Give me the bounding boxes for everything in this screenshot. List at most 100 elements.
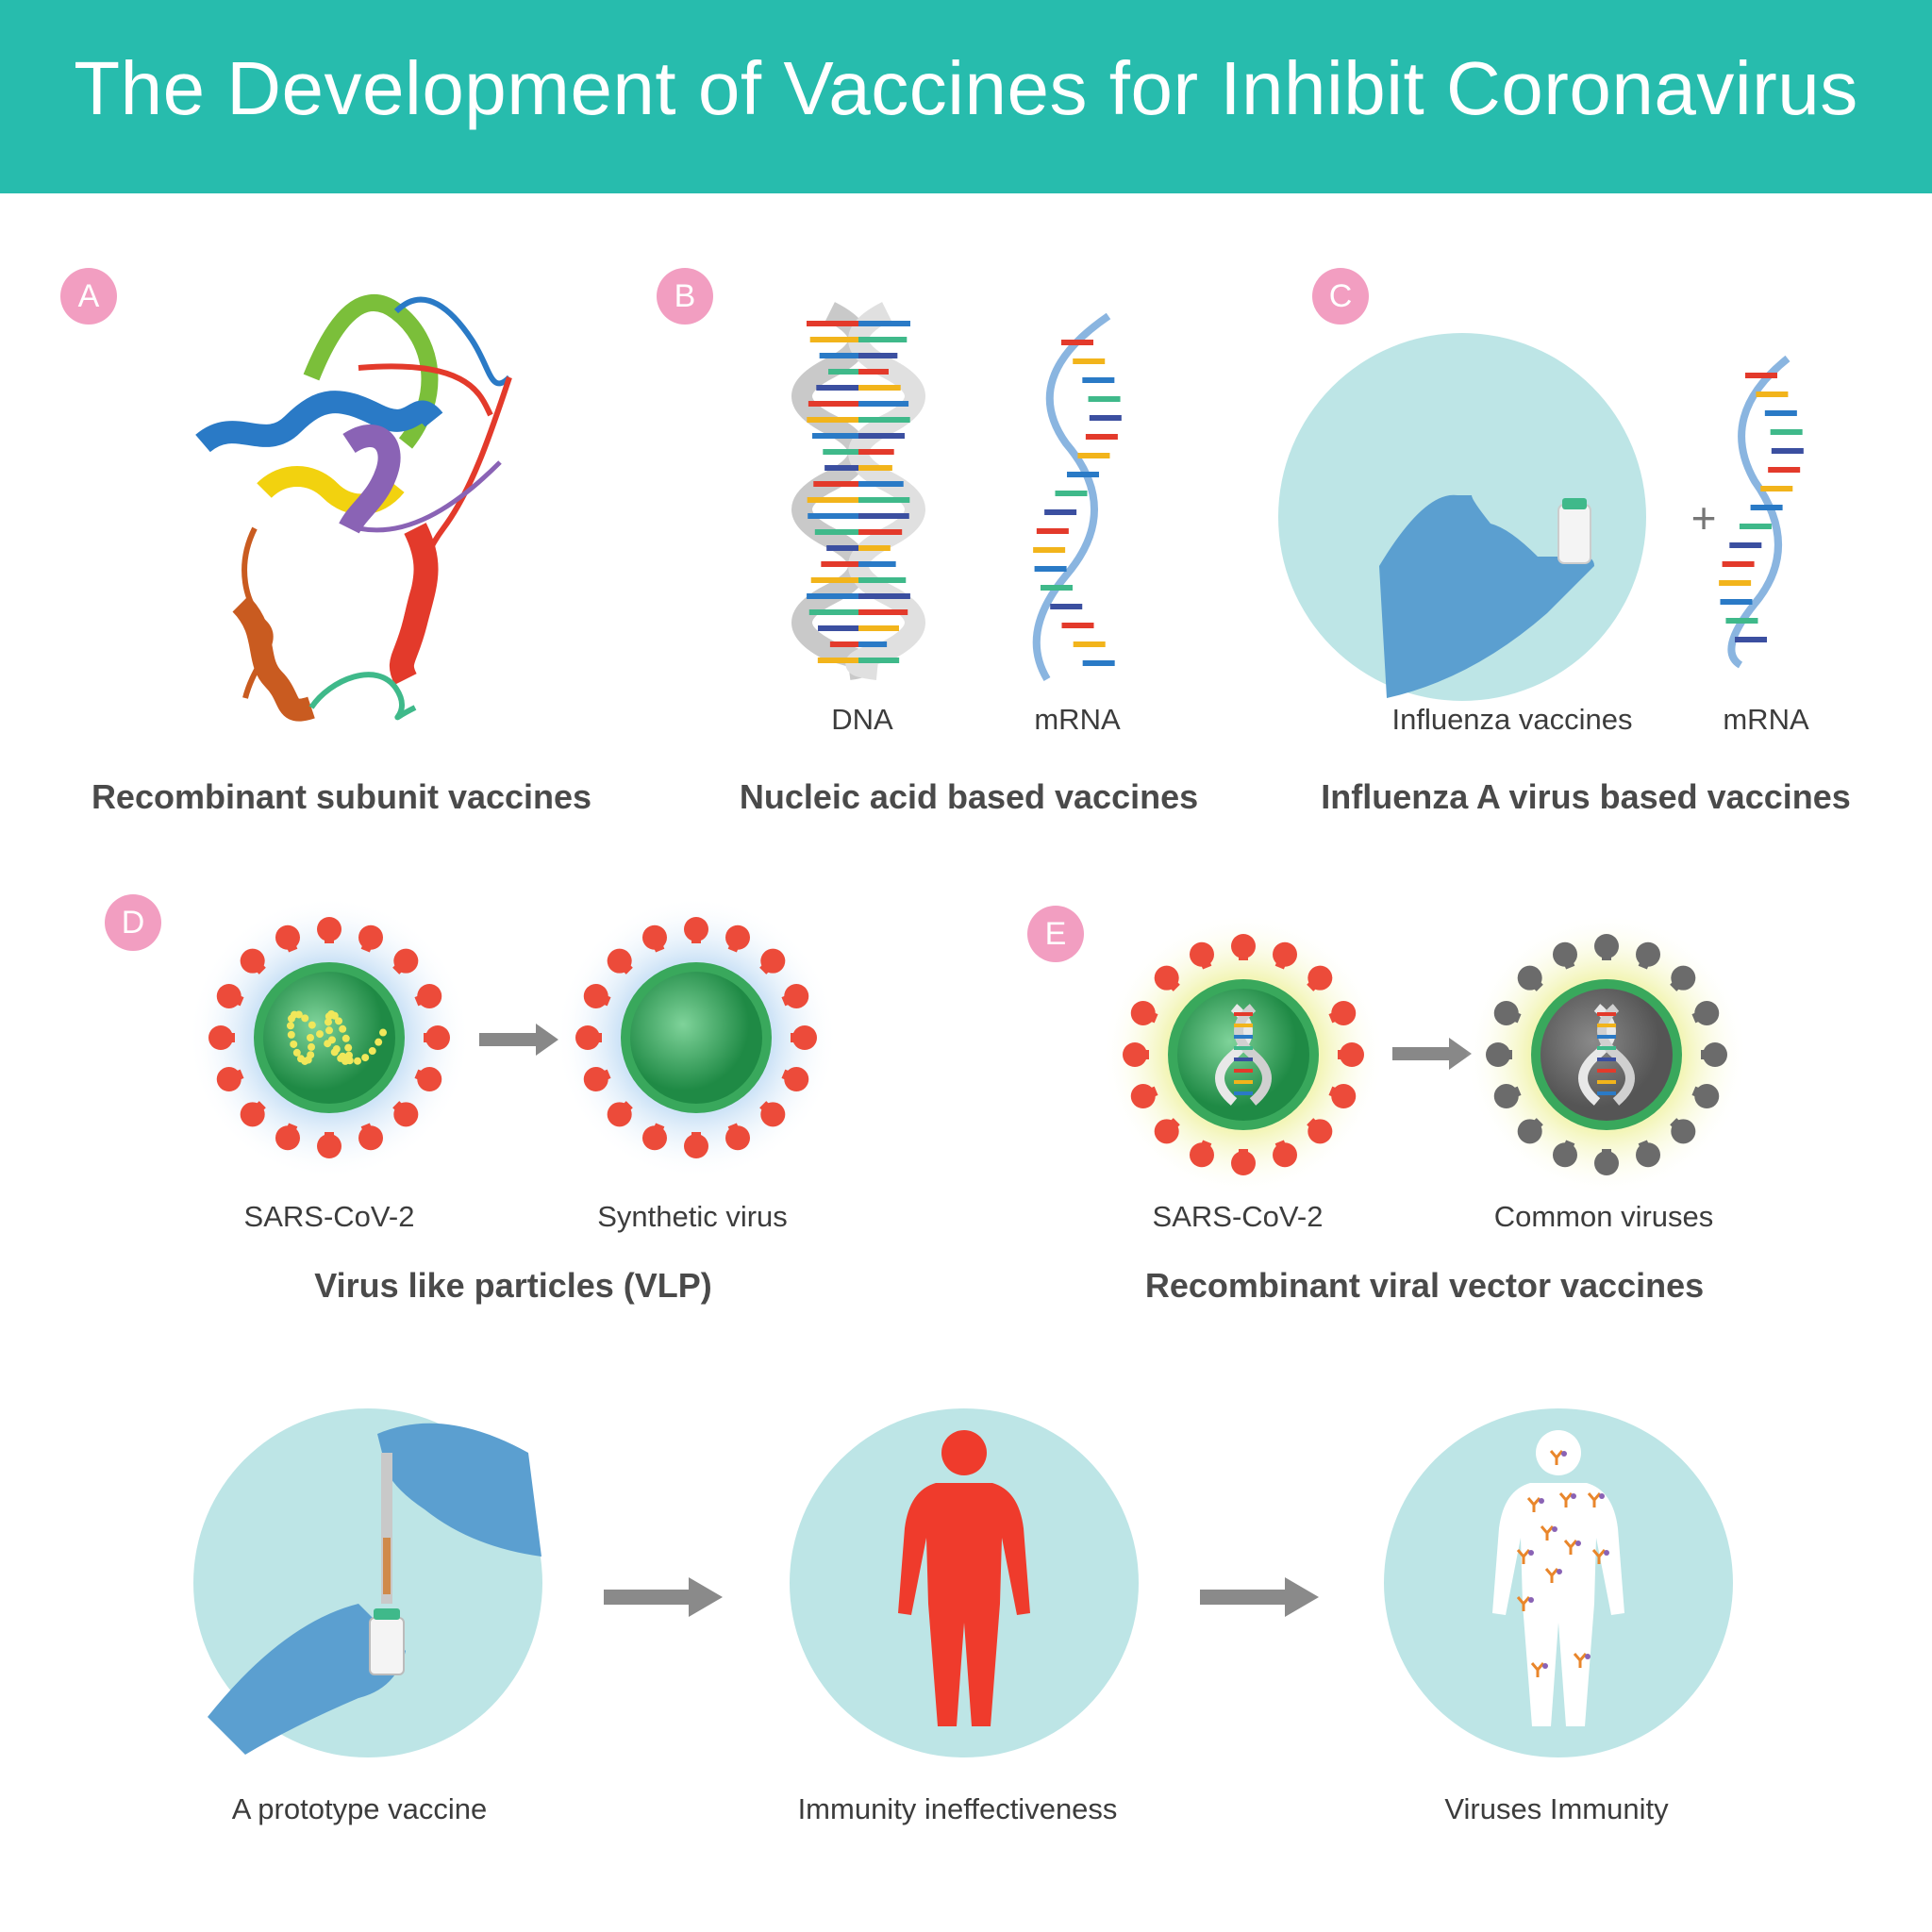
mrna-base: [1756, 391, 1789, 397]
mrna-base: [1768, 467, 1801, 473]
antibody-mark: [1516, 1549, 1531, 1564]
antibody-mark: [1516, 1596, 1531, 1611]
heading-c: Influenza A virus based vaccines: [1321, 777, 1851, 816]
dna-rung: [807, 417, 858, 423]
dna-rung: [808, 513, 858, 519]
virus-spike: [1130, 1084, 1156, 1109]
dna-rung: [809, 337, 858, 342]
virus-spike: [425, 1025, 450, 1050]
arrow-right-icon: [1392, 1038, 1472, 1070]
virus-spike: [1340, 1042, 1364, 1067]
dna-rung: [858, 465, 892, 471]
mrna-base: [1082, 660, 1115, 666]
virus-spike: [1671, 965, 1696, 991]
virus-spike: [1189, 1142, 1214, 1168]
antibody-mark: [1558, 1492, 1574, 1507]
dna-rung: [858, 497, 910, 503]
antibody-mark: [1587, 1492, 1602, 1507]
virus-spike: [583, 983, 608, 1008]
virus-spike: [792, 1025, 817, 1050]
virus-spike: [216, 1067, 242, 1092]
heading-e: Recombinant viral vector vaccines: [1144, 1266, 1705, 1305]
label-dna: DNA: [831, 703, 893, 736]
virus-spike: [641, 1125, 667, 1151]
label-influenza-vaccines: Influenza vaccines: [1391, 703, 1633, 736]
virus-spike: [684, 917, 708, 941]
dna-rung: [829, 641, 858, 647]
virus-spike: [358, 924, 384, 950]
dna-rung: [858, 417, 910, 423]
virus-spike: [607, 948, 632, 974]
influenza-hand-icon: [1278, 333, 1646, 701]
dna-rung: [858, 385, 901, 391]
virus-spike: [393, 1102, 419, 1127]
virus-icon-common: [1465, 913, 1748, 1196]
virus-spike: [1694, 1084, 1720, 1109]
virus-spike: [1123, 1042, 1147, 1067]
virus-spike: [684, 1134, 708, 1158]
mrna-base: [1770, 429, 1803, 435]
virus-spike: [1517, 1119, 1542, 1144]
dna-rung: [823, 449, 858, 455]
virus-spike: [1130, 1000, 1156, 1025]
dna-rung: [858, 433, 905, 439]
dna-rung: [808, 401, 858, 407]
virus-spike: [641, 924, 667, 950]
human-body-icon-immune: [1492, 1430, 1624, 1726]
virus-spike: [1594, 1151, 1619, 1175]
mrna-base: [1735, 637, 1768, 642]
mrna-base: [1729, 542, 1762, 548]
badge-c: C: [1312, 268, 1369, 325]
virus-spike: [275, 1125, 300, 1151]
virus-spike: [1493, 1000, 1519, 1025]
virus-spike: [725, 1125, 751, 1151]
dna-rung: [858, 321, 910, 326]
virus-spike: [1273, 1142, 1298, 1168]
badge-b: B: [657, 268, 713, 325]
label-synthetic-virus: Synthetic virus: [597, 1200, 788, 1233]
mrna-base: [1036, 528, 1069, 534]
virus-spike: [1671, 1119, 1696, 1144]
virus-spike: [1552, 941, 1577, 967]
dna-rung: [817, 658, 858, 663]
virus-spike: [725, 924, 751, 950]
virus-spike: [1694, 1000, 1720, 1025]
dna-rung: [858, 625, 899, 631]
virus-icon-sars-cov-2-e: [1102, 913, 1385, 1196]
mrna-base: [1088, 396, 1121, 402]
virus-spike: [784, 983, 809, 1008]
antibody-mark: [1544, 1568, 1559, 1583]
dna-rung: [807, 497, 858, 503]
mrna-base: [1089, 415, 1122, 421]
virus-spike: [1331, 1000, 1357, 1025]
dna-rung: [858, 369, 889, 375]
virus-icon-synthetic: [555, 896, 838, 1179]
step-label-1: A prototype vaccine: [231, 1792, 488, 1825]
virus-spike: [358, 1125, 384, 1151]
virus-spike: [760, 948, 786, 974]
dna-rung: [858, 593, 910, 599]
dna-rung: [824, 465, 858, 471]
plus-sign: +: [1691, 493, 1717, 542]
virus-spike: [1486, 1042, 1510, 1067]
virus-spike: [1703, 1042, 1727, 1067]
step-label-3: Viruses Immunity: [1444, 1792, 1669, 1825]
dna-rung: [858, 353, 898, 358]
antibody-mark: [1540, 1525, 1555, 1541]
virus-spike: [1594, 934, 1619, 958]
dna-rung: [858, 561, 896, 567]
mrna-base: [1745, 373, 1777, 378]
mrna-base: [1739, 524, 1772, 529]
header-banner: The Development of Vaccines for Inhibit …: [0, 0, 1932, 193]
virus-spike: [1307, 1119, 1333, 1144]
arrow-right-icon: [479, 1024, 558, 1056]
dna-rung: [858, 449, 894, 455]
virus-spike: [317, 917, 341, 941]
dna-rung: [858, 337, 908, 342]
mrna-base: [1034, 566, 1067, 572]
virus-spike: [1552, 1142, 1577, 1168]
label-common-viruses: Common viruses: [1493, 1200, 1714, 1233]
mrna-base: [1085, 434, 1118, 440]
dna-rung: [858, 545, 891, 551]
